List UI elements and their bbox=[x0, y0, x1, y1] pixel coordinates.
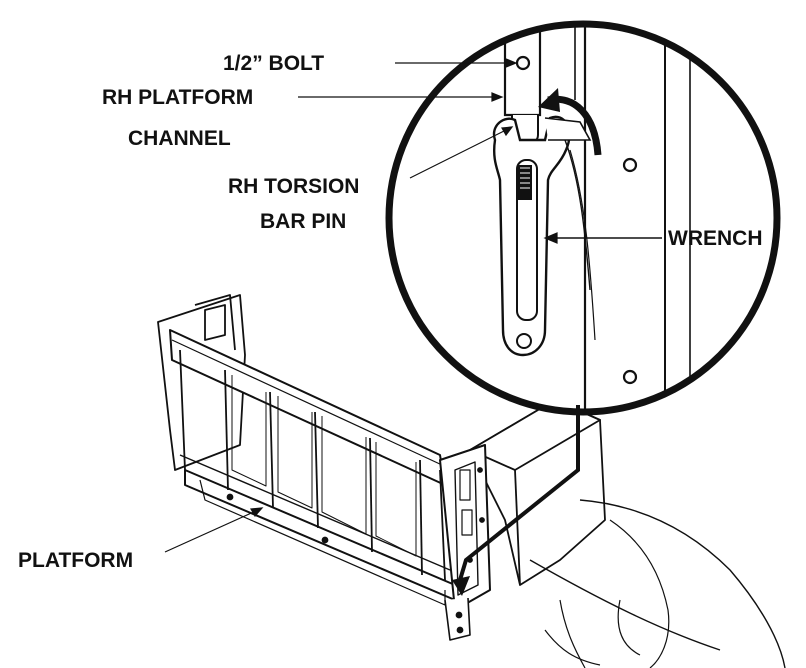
platform-arrowhead bbox=[250, 507, 264, 518]
pin-leader bbox=[409, 127, 511, 179]
detail-panel-hole-lower bbox=[622, 369, 638, 385]
channel-arrowhead bbox=[491, 92, 504, 102]
vehicle-body-top bbox=[469, 399, 601, 471]
detail-connector-line bbox=[458, 405, 580, 581]
callout-platform-channel-line1: RH PLATFORM bbox=[102, 86, 253, 109]
callout-platform: PLATFORM bbox=[18, 549, 133, 572]
callout-torsion-pin-line2: BAR PIN bbox=[260, 210, 346, 233]
callout-wrench: WRENCH bbox=[668, 227, 763, 250]
detail-magnifier bbox=[385, 20, 781, 416]
callout-torsion-pin-line1: RH TORSION bbox=[228, 175, 359, 198]
platform-leader bbox=[164, 509, 259, 553]
callout-bolt: 1/2” BOLT bbox=[223, 52, 324, 75]
vehicle-rear-curve bbox=[579, 499, 786, 668]
callout-platform-channel-line2: CHANNEL bbox=[128, 127, 231, 150]
wrench-arrowhead bbox=[543, 232, 558, 244]
pin-arrowhead bbox=[501, 126, 514, 137]
platform-bottom-rail bbox=[184, 469, 456, 601]
liftgate-assembly bbox=[157, 294, 786, 668]
detail-panel-hole-upper bbox=[622, 157, 638, 173]
bolt-arrowhead bbox=[505, 58, 518, 68]
leader-lines bbox=[164, 58, 662, 553]
